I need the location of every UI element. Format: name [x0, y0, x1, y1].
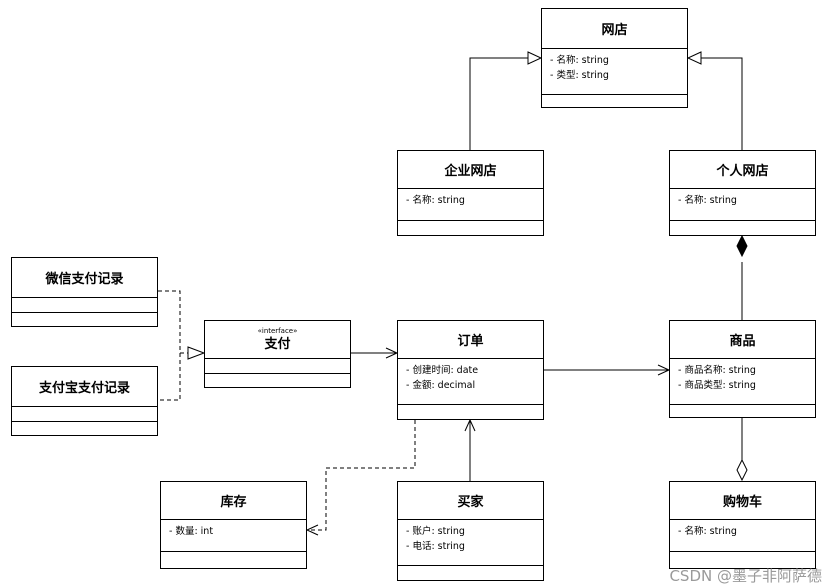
attribute: - 名称: string [406, 195, 465, 206]
attribute: - 电话: string [406, 541, 465, 552]
class-gouwuche[interactable]: 购物车 - 名称: string [669, 481, 816, 569]
class-attributes: - 名称: string [670, 189, 815, 221]
class-name: 支付宝支付记录 [12, 367, 157, 407]
class-name: 购物车 [670, 482, 815, 520]
generalization-qiye-wangdian [469, 57, 528, 150]
interface-name: 支付 [264, 337, 291, 352]
attribute: - 创建时间: date [406, 365, 479, 376]
attribute: - 名称: string [678, 526, 737, 537]
open-arrowhead [657, 364, 671, 376]
watermark: CSDN @墨子非阿萨德 [669, 567, 822, 585]
class-name: 商品 [670, 321, 815, 359]
generalization-geren-wangdian [701, 57, 743, 150]
class-attributes [205, 359, 350, 374]
attribute: - 名称: string [678, 195, 737, 206]
attribute: - 金额: decimal [406, 380, 476, 391]
class-kucun[interactable]: 库存 - 数量: int [160, 481, 307, 569]
class-name: «interface» 支付 [205, 321, 350, 359]
class-name: 订单 [398, 321, 543, 359]
open-arrowhead [464, 418, 476, 432]
class-attributes [12, 298, 157, 313]
generalization-arrowhead [527, 51, 543, 65]
realization-arrowhead [187, 346, 206, 360]
open-arrowhead [385, 347, 399, 359]
class-attributes: - 商品名称: string - 商品类型: string [670, 359, 815, 405]
class-maijia[interactable]: 买家 - 账户: string - 电话: string [397, 481, 544, 581]
class-wangdian[interactable]: 网店 - 名称: string - 类型: string [541, 8, 688, 108]
class-attributes: - 数量: int [161, 520, 306, 552]
attribute: - 数量: int [169, 526, 214, 537]
class-name: 库存 [161, 482, 306, 520]
class-name: 企业网店 [398, 151, 543, 189]
attribute: - 账户: string [406, 526, 465, 537]
interface-zhifu[interactable]: «interface» 支付 [204, 320, 351, 388]
class-weixin-zhifu-jilu[interactable]: 微信支付记录 [11, 257, 158, 327]
class-attributes: - 名称: string [670, 520, 815, 552]
class-name: 买家 [398, 482, 543, 520]
class-dingdan[interactable]: 订单 - 创建时间: date - 金额: decimal [397, 320, 544, 420]
generalization-arrowhead [686, 51, 702, 65]
class-attributes: - 名称: string [398, 189, 543, 221]
class-qiye-wangdian[interactable]: 企业网店 - 名称: string [397, 150, 544, 236]
attribute: - 名称: string [550, 55, 609, 66]
class-shangpin[interactable]: 商品 - 商品名称: string - 商品类型: string [669, 320, 816, 418]
realization-weixin-zhifu [158, 290, 181, 401]
class-attributes: - 名称: string - 类型: string [542, 49, 687, 95]
class-geren-wangdian[interactable]: 个人网店 - 名称: string [669, 150, 816, 236]
aggregation-diamond [736, 458, 748, 482]
stereotype-label: «interface» [257, 327, 298, 335]
class-name: 微信支付记录 [12, 258, 157, 298]
class-attributes: - 账户: string - 电话: string [398, 520, 543, 566]
open-arrowhead [305, 524, 319, 536]
composition-diamond [736, 234, 748, 258]
attribute: - 商品名称: string [678, 365, 756, 376]
attribute: - 类型: string [550, 70, 609, 81]
class-attributes: - 创建时间: date - 金额: decimal [398, 359, 543, 405]
class-zhifubao-zhifu-jilu[interactable]: 支付宝支付记录 [11, 366, 158, 436]
class-attributes [12, 407, 157, 422]
class-name: 个人网店 [670, 151, 815, 189]
attribute: - 商品类型: string [678, 380, 756, 391]
class-name: 网店 [542, 9, 687, 49]
